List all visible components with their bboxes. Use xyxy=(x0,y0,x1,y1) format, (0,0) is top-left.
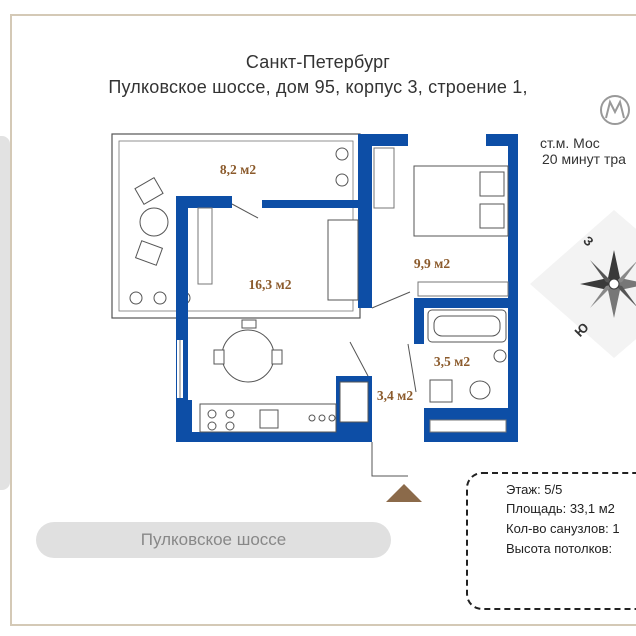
bedroom-area: 9,9 м2 xyxy=(414,256,450,271)
washing-machine-icon xyxy=(429,379,453,403)
address-line: Пулковское шоссе, дом 95, корпус 3, стро… xyxy=(108,77,528,97)
bathtub-icon xyxy=(427,309,507,343)
info-area: Площадь: 33,1 м2 xyxy=(506,501,615,516)
bed-icon xyxy=(413,165,509,237)
kitchen-counter xyxy=(199,403,337,433)
balcony-table-icon xyxy=(139,207,169,237)
balcony-area: 8,2 м2 xyxy=(220,162,256,177)
sofa-icon xyxy=(327,219,359,301)
page-frame xyxy=(10,14,636,626)
bath-shelf xyxy=(429,419,507,433)
cabinet xyxy=(197,207,213,285)
metro-walk-time: 20 минут тра xyxy=(542,151,626,167)
left-side-bar xyxy=(0,136,10,490)
dining-table-icon xyxy=(213,319,283,383)
dresser xyxy=(417,281,509,297)
compass-icon xyxy=(530,210,636,358)
metro-logo-icon xyxy=(600,95,630,125)
street-label: Пулковское шоссе xyxy=(36,522,391,558)
kitchen-area: 16,3 м2 xyxy=(249,277,292,292)
toilet-icon xyxy=(469,380,491,400)
balcony-chair-icon xyxy=(134,177,164,266)
info-ceiling: Высота потолков: xyxy=(506,541,613,556)
hall-area: 3,4 м2 xyxy=(377,388,413,403)
hanger-icon xyxy=(339,381,369,423)
metro-station: ст.м. Мос xyxy=(540,135,600,151)
sink-icon xyxy=(493,349,507,363)
city-title: Санкт-Петербург xyxy=(245,52,391,72)
doors xyxy=(231,203,417,477)
info-box xyxy=(466,472,636,610)
entrance-arrow-icon xyxy=(386,484,422,502)
balcony xyxy=(111,133,361,319)
bathroom-area: 3,5 м2 xyxy=(434,354,470,369)
info-bathrooms: Кол-во санузлов: 1 xyxy=(506,521,620,536)
wardrobe xyxy=(373,147,395,209)
info-floor: Этаж: 5/5 xyxy=(506,482,563,497)
